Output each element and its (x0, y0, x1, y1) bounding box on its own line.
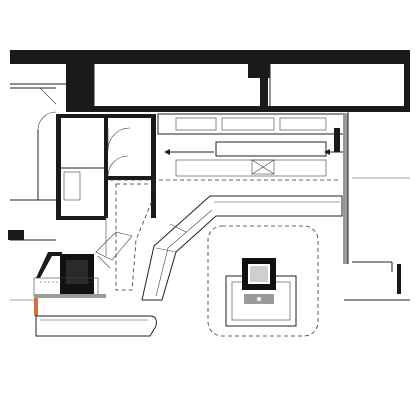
top-wall-band (10, 50, 410, 112)
right-wall (343, 112, 410, 294)
misc-linework (10, 216, 410, 301)
entry-vestibule (33, 231, 133, 316)
restroom-block (56, 114, 156, 220)
left-corridor (8, 87, 57, 241)
front-bench (35, 315, 157, 337)
display-island (207, 225, 319, 337)
back-bar-counter (157, 113, 347, 177)
service-zone-outline (110, 179, 340, 291)
main-bar-counter (141, 195, 343, 301)
